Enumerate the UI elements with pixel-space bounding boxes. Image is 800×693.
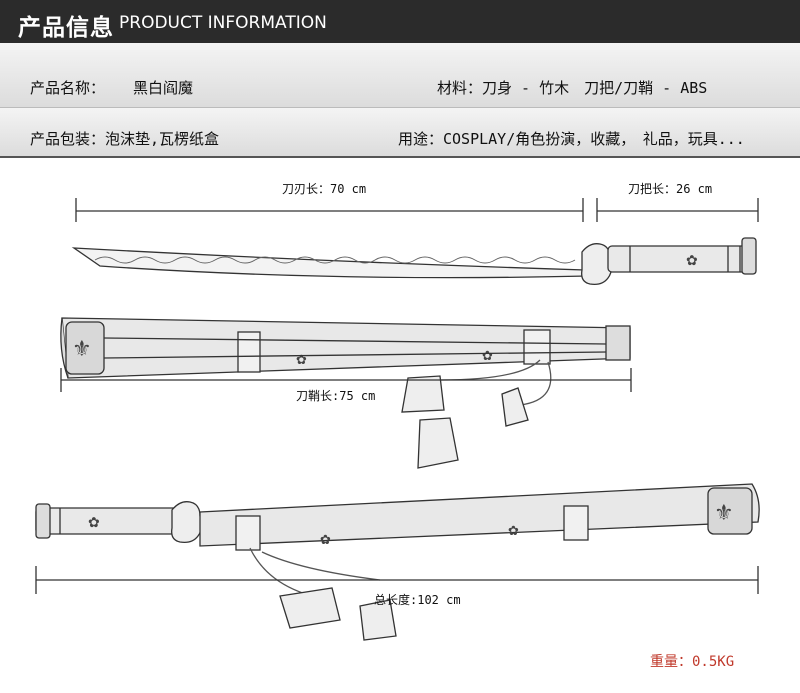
- svg-text:⚜: ⚜: [72, 337, 92, 362]
- bare-sword: ✿: [71, 237, 757, 286]
- svg-text:✿: ✿: [482, 349, 493, 364]
- material-text: 材料：刀身 - 竹木 刀把/刀鞘 - ABS: [437, 79, 708, 97]
- svg-text:✿: ✿: [320, 533, 331, 548]
- total-length-label: 总长度:102 cm: [374, 593, 461, 607]
- header-title-en: PRODUCT INFORMATION: [119, 13, 327, 33]
- total-dimension-line: [35, 566, 759, 594]
- scabbard-length-label: 刀鞘长:75 cm: [296, 389, 376, 403]
- product-name-label: 产品名称：: [30, 79, 106, 97]
- weight-label: 重量：0.5KG: [650, 654, 735, 670]
- packaging-text: 产品包装：泡沫垫,瓦楞纸盒: [30, 130, 220, 148]
- svg-text:✿: ✿: [686, 253, 698, 269]
- header-bar: 产品信息 PRODUCT INFORMATION: [0, 0, 800, 43]
- svg-text:✿: ✿: [508, 524, 519, 539]
- handle-length-label: 刀把长：26 cm: [628, 182, 713, 196]
- svg-text:⚜: ⚜: [714, 501, 734, 526]
- scabbard: ⚜ ✿ ✿: [60, 317, 631, 469]
- info-row-packaging: 产品包装：泡沫垫,瓦楞纸盒 用途：COSPLAY/角色扮演，收藏， 礼品，玩具.…: [0, 108, 800, 158]
- header-title-cn: 产品信息: [18, 15, 114, 41]
- scabbard-dimension-line: [60, 368, 632, 392]
- blade-length-label: 刀刃长：70 cm: [282, 182, 367, 196]
- info-row-name: 产品名称： 黑白阎魔 材料：刀身 - 竹木 刀把/刀鞘 - ABS: [0, 43, 800, 108]
- product-name-value: 黑白阎魔: [133, 79, 194, 97]
- handle-dimension-line: [596, 198, 759, 222]
- svg-text:✿: ✿: [88, 515, 100, 531]
- blade-dimension-line: [75, 198, 584, 222]
- usage-text: 用途：COSPLAY/角色扮演，收藏， 礼品，玩具...: [398, 130, 745, 148]
- svg-text:✿: ✿: [296, 353, 307, 368]
- sheathed-sword: ✿ ⚜ ✿ ✿: [35, 483, 760, 641]
